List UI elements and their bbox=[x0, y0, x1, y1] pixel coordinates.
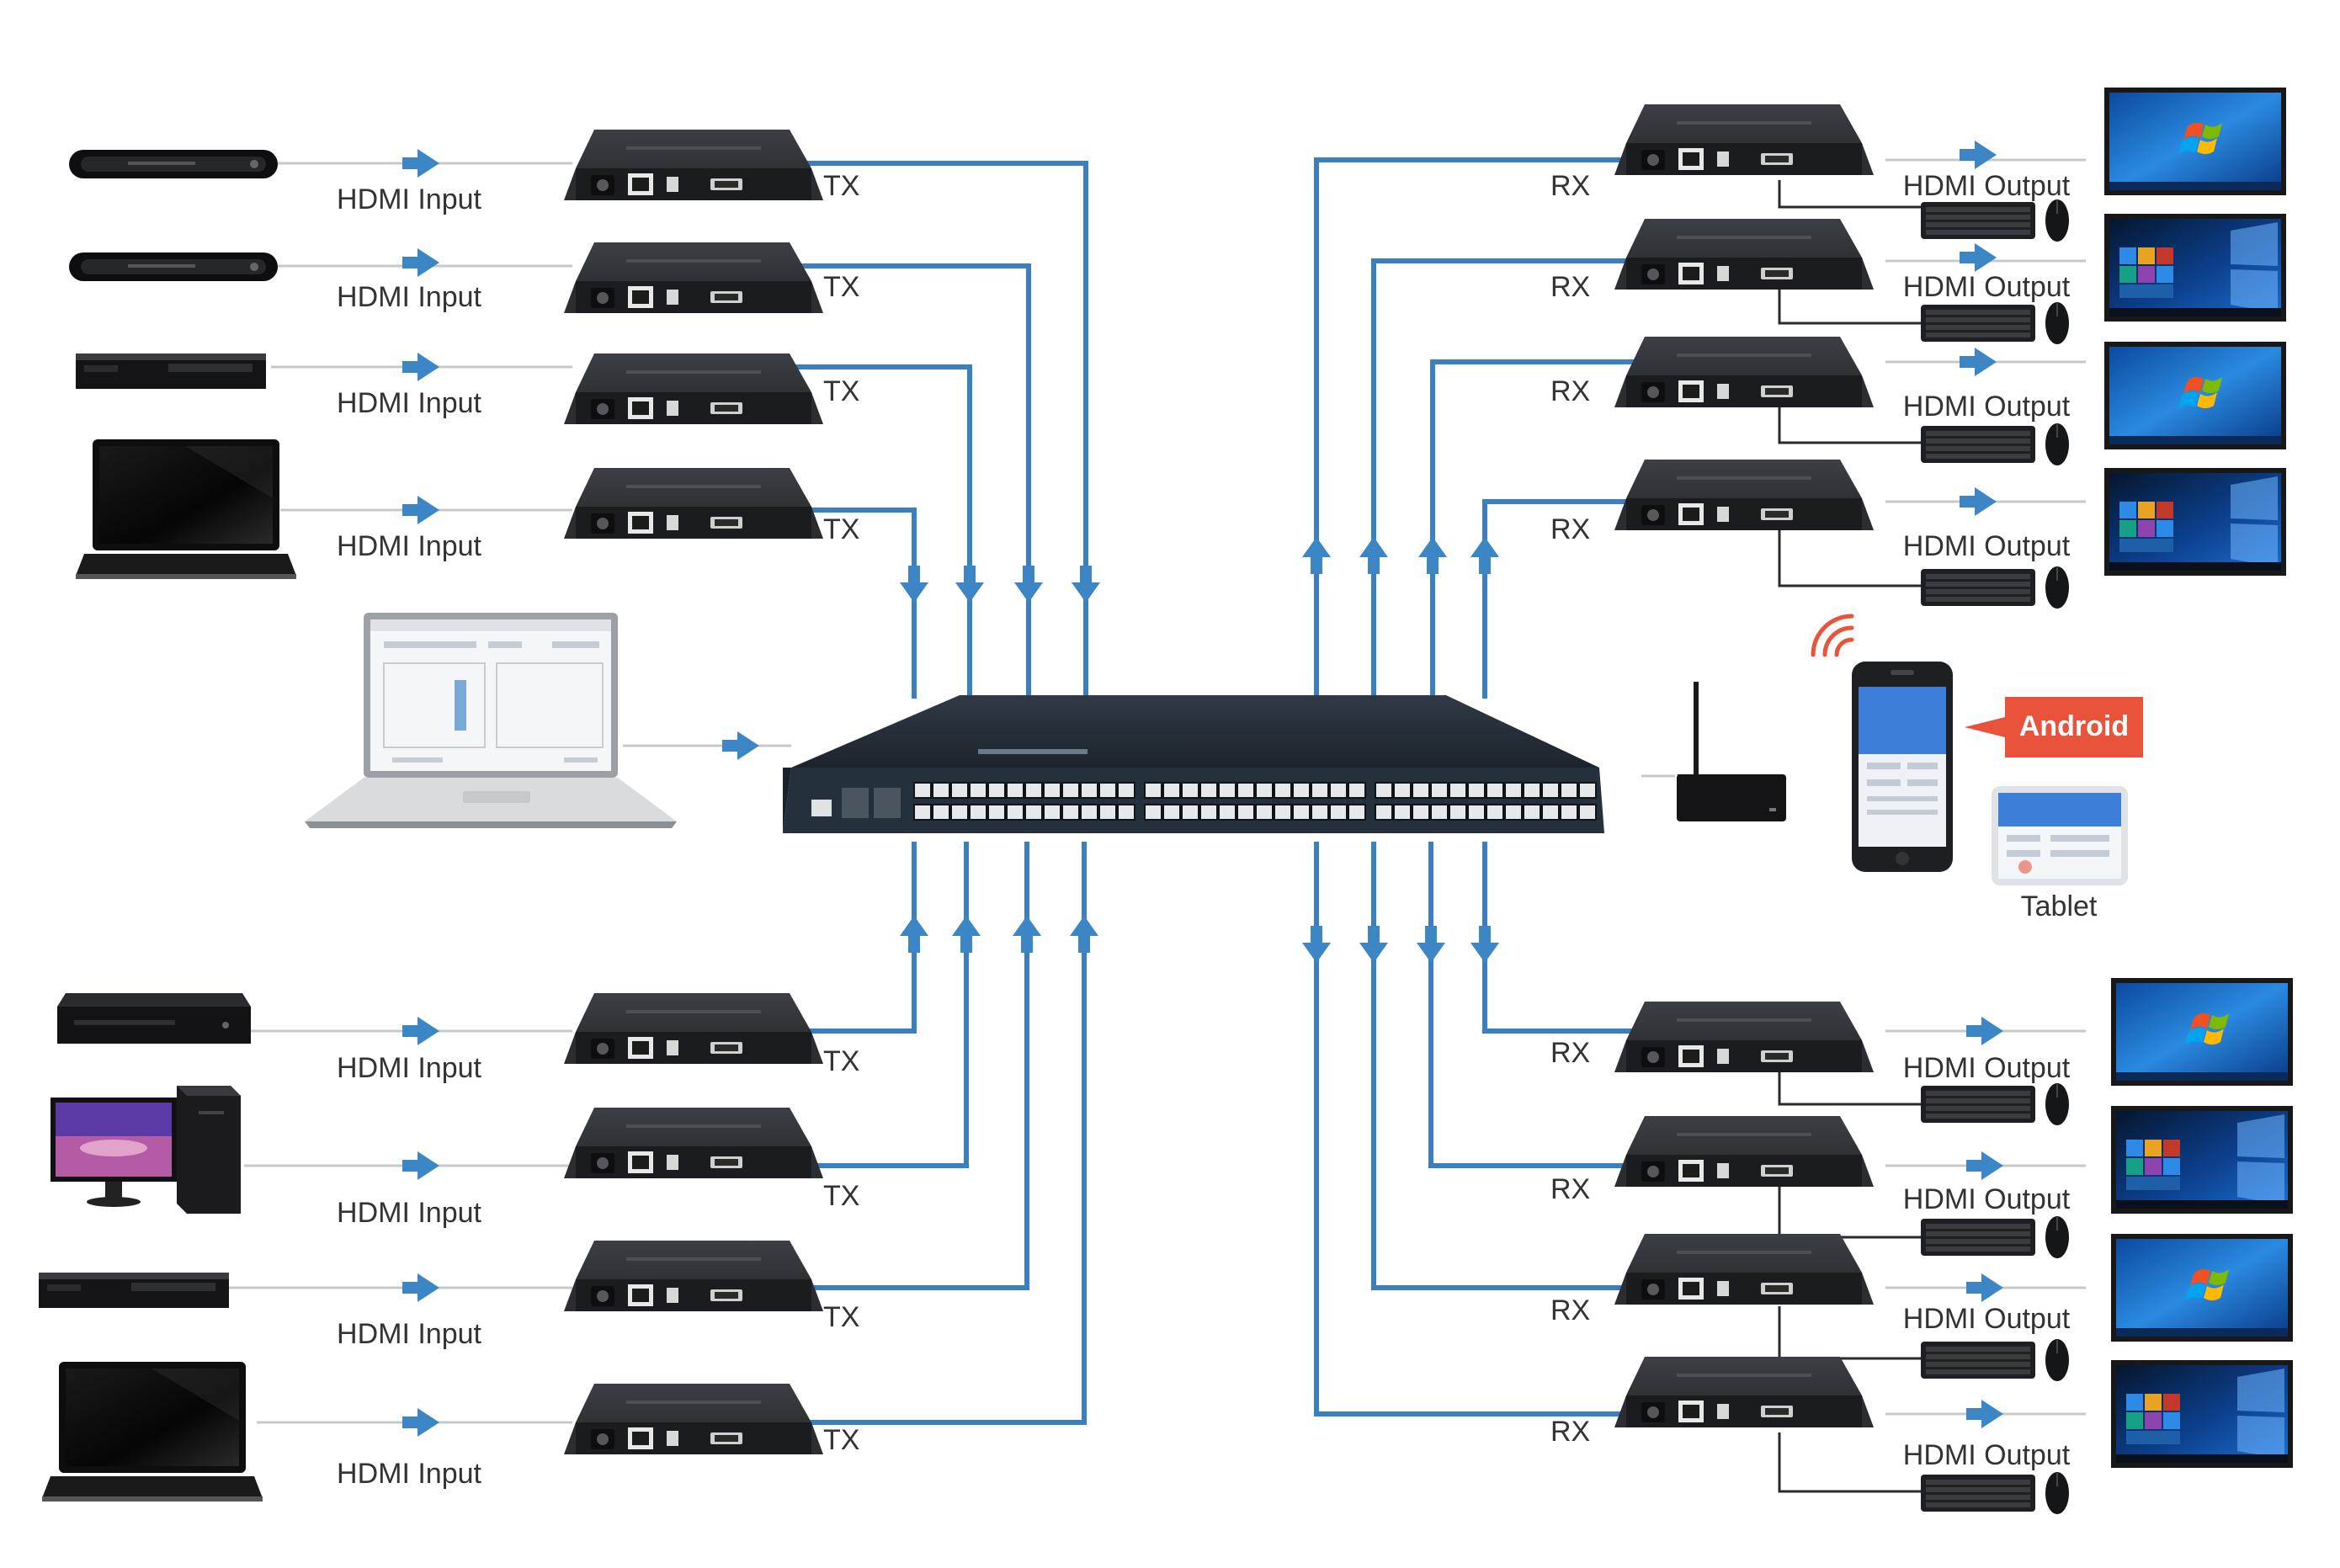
rx-label: RX bbox=[1550, 1173, 1590, 1205]
rx-labels: RX RX RX RX RX RX RX RX bbox=[1550, 170, 1590, 1448]
hdmi-output-label: HDMI Output bbox=[1903, 170, 2071, 202]
wifi-signal-icon bbox=[1811, 614, 1854, 657]
tx-labels: TX TX TX TX TX TX TX TX bbox=[823, 170, 859, 1456]
tablet-label: Tablet bbox=[2021, 890, 2098, 922]
laptop-icon bbox=[42, 1362, 263, 1502]
tablet-icon bbox=[1992, 786, 2128, 885]
tx-label: TX bbox=[823, 375, 859, 407]
management-laptop-icon bbox=[305, 613, 677, 828]
set-top-box-icon bbox=[57, 993, 251, 1044]
rx-extenders bbox=[1614, 104, 1874, 1427]
hdmi-output-label: HDMI Output bbox=[1903, 1183, 2071, 1215]
hdmi-input-label: HDMI Input bbox=[337, 1052, 481, 1084]
tx-label: TX bbox=[823, 271, 859, 303]
hdmi-input-label: HDMI Input bbox=[337, 1458, 481, 1490]
smartphone-icon bbox=[1852, 662, 1953, 872]
tx-label: TX bbox=[823, 1424, 859, 1456]
rx-label: RX bbox=[1550, 1416, 1590, 1448]
laptop-icon bbox=[76, 439, 296, 579]
hdmi-output-label: HDMI Output bbox=[1903, 1303, 2071, 1335]
rx-label: RX bbox=[1550, 1294, 1590, 1326]
hdmi-output-label: HDMI Output bbox=[1903, 1052, 2071, 1084]
tx-label: TX bbox=[823, 170, 859, 202]
hdmi-output-label: HDMI Output bbox=[1903, 391, 2071, 423]
hdmi-output-label: HDMI Output bbox=[1903, 271, 2071, 303]
tx-label: TX bbox=[823, 1301, 859, 1333]
media-player-icon bbox=[69, 252, 278, 281]
rx-label: RX bbox=[1550, 375, 1590, 407]
network-switch-icon bbox=[783, 695, 1604, 833]
rx-label: RX bbox=[1550, 170, 1590, 202]
dvd-player-icon bbox=[76, 353, 266, 389]
rx-label: RX bbox=[1550, 513, 1590, 545]
source-devices bbox=[39, 150, 296, 1502]
desktop-pc-icon bbox=[51, 1086, 241, 1214]
hdmi-input-label: HDMI Input bbox=[337, 1197, 481, 1229]
displays bbox=[2104, 88, 2293, 1468]
hdmi-input-label: HDMI Input bbox=[337, 530, 481, 562]
hdmi-input-label: HDMI Input bbox=[337, 281, 481, 313]
wireless-router-icon bbox=[1677, 682, 1786, 821]
dvd-player-icon bbox=[39, 1273, 229, 1308]
android-label: Android bbox=[2019, 710, 2129, 742]
hdmi-input-label: HDMI Input bbox=[337, 387, 481, 419]
hdmi-input-label: HDMI Input bbox=[337, 183, 481, 215]
media-player-icon bbox=[69, 150, 278, 178]
tx-label: TX bbox=[823, 1180, 859, 1212]
tx-label: TX bbox=[823, 513, 859, 545]
rx-label: RX bbox=[1550, 271, 1590, 303]
hdmi-input-label: HDMI Input bbox=[337, 1318, 481, 1350]
rx-label: RX bbox=[1550, 1037, 1590, 1069]
tx-label: TX bbox=[823, 1045, 859, 1077]
android-callout: Android bbox=[1965, 697, 2143, 757]
hdmi-output-label: HDMI Output bbox=[1903, 530, 2071, 562]
hdmi-output-label: HDMI Output bbox=[1903, 1439, 2071, 1471]
